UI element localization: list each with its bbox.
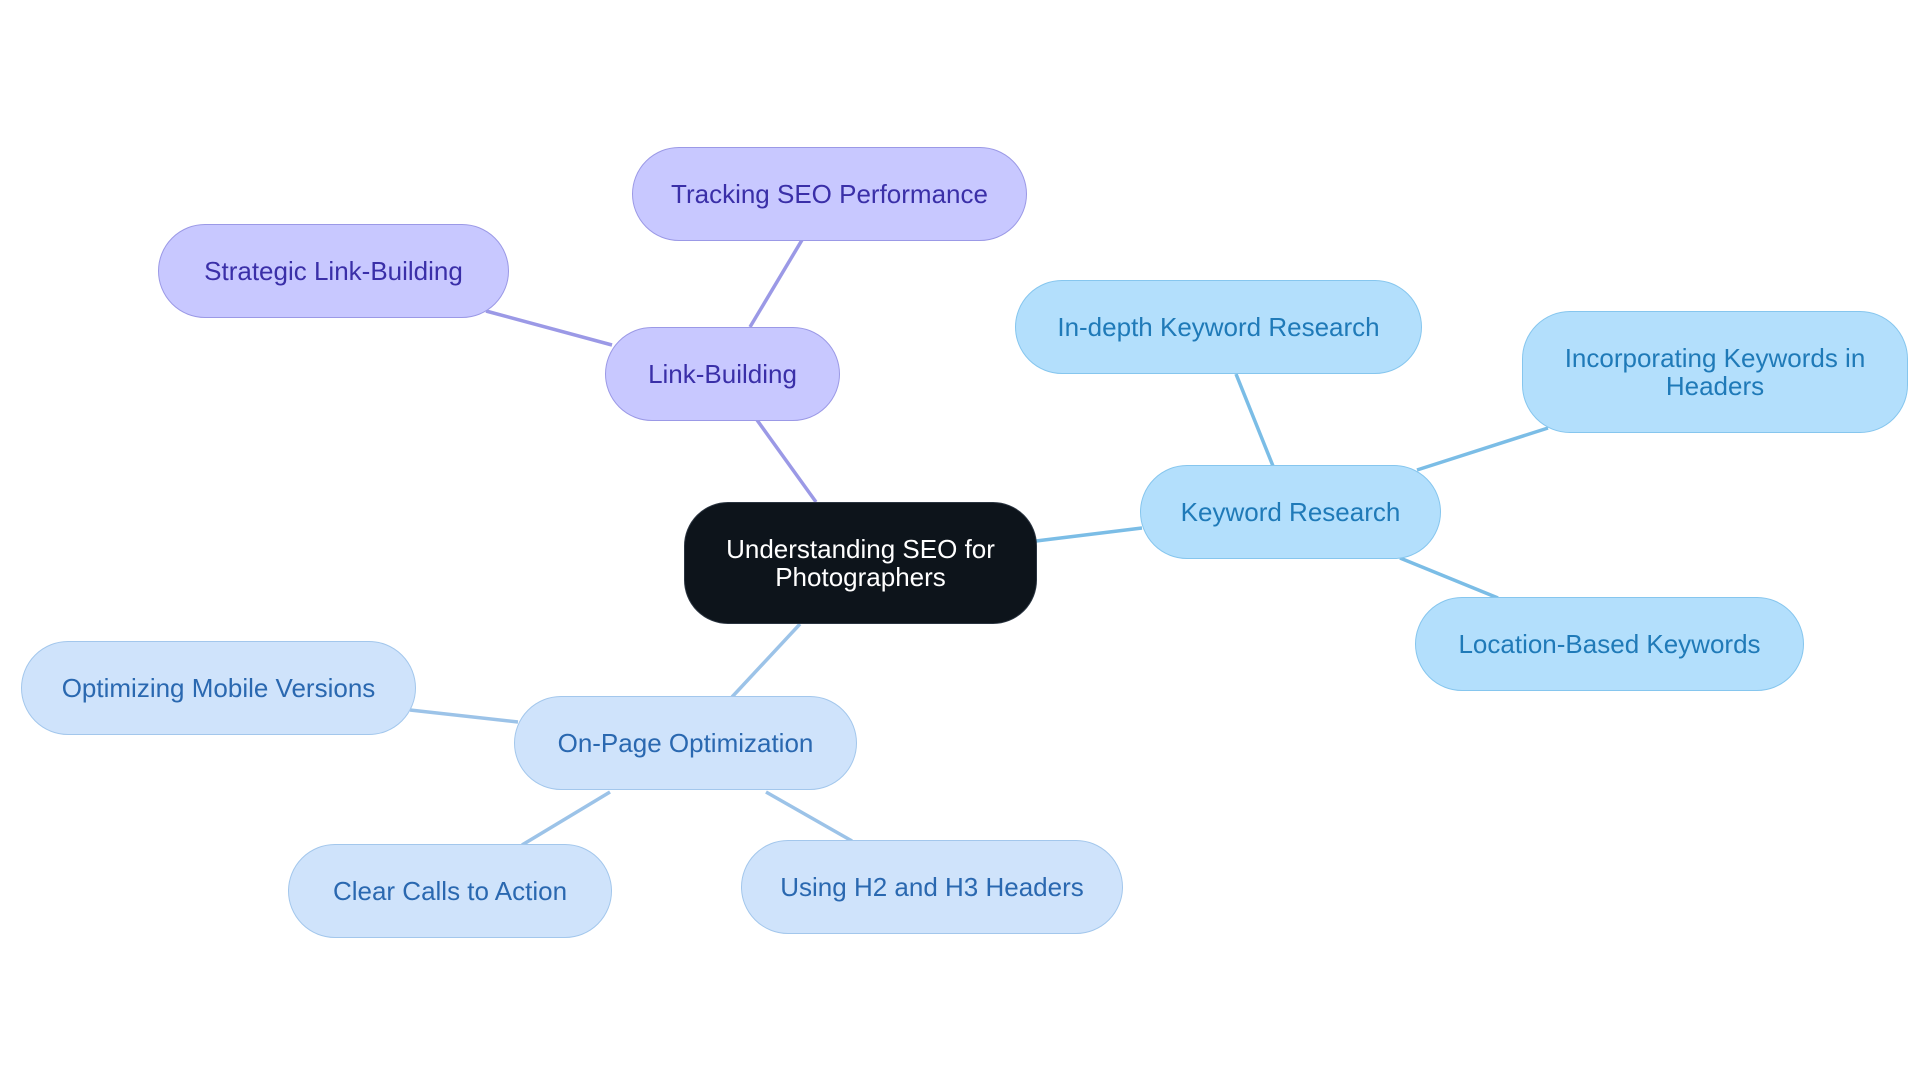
edge-link-building-tracking	[748, 239, 804, 328]
edge-on-page-cta	[521, 790, 611, 847]
edge-on-page-h2h3	[765, 790, 853, 843]
location-based-keywords-node: Location-Based Keywords	[1415, 597, 1804, 691]
using-h2-h3-headers-label: Using H2 and H3 Headers	[780, 872, 1084, 902]
incorporating-keywords-node: Incorporating Keywords in Headers	[1522, 311, 1908, 433]
on-page-optimization-node: On-Page Optimization	[514, 696, 857, 790]
clear-calls-to-action-node: Clear Calls to Action	[288, 844, 612, 938]
tracking-seo-performance-label: Tracking SEO Performance	[671, 179, 988, 209]
in-depth-keyword-research-node: In-depth Keyword Research	[1015, 280, 1422, 374]
edge-keyword-headers	[1416, 426, 1549, 472]
keyword-research-node: Keyword Research	[1140, 465, 1441, 559]
incorporating-keywords-label: Incorporating Keywords in Headers	[1564, 343, 1866, 401]
root-node: Understanding SEO for Photographers	[684, 502, 1037, 624]
edge-on-page-mobile	[409, 708, 519, 724]
edge-root-on-page	[730, 622, 802, 699]
link-building-label: Link-Building	[648, 359, 797, 389]
edge-keyword-location	[1399, 556, 1499, 600]
edge-link-building-strategic	[485, 309, 613, 347]
using-h2-h3-headers-node: Using H2 and H3 Headers	[741, 840, 1123, 934]
strategic-link-building-label: Strategic Link-Building	[204, 256, 463, 286]
keyword-research-label: Keyword Research	[1180, 497, 1401, 527]
optimizing-mobile-versions-node: Optimizing Mobile Versions	[21, 641, 416, 735]
in-depth-keyword-research-label: In-depth Keyword Research	[1057, 312, 1380, 342]
location-based-keywords-label: Location-Based Keywords	[1458, 629, 1761, 659]
edge-keyword-in-depth	[1234, 373, 1275, 467]
tracking-seo-performance-node: Tracking SEO Performance	[632, 147, 1027, 241]
root-node-label: Understanding SEO for Photographers	[726, 534, 995, 592]
edge-root-link-building	[755, 418, 818, 504]
link-building-node: Link-Building	[605, 327, 840, 421]
clear-calls-to-action-label: Clear Calls to Action	[332, 876, 568, 906]
optimizing-mobile-versions-label: Optimizing Mobile Versions	[61, 673, 376, 703]
edge-root-keyword-research	[1035, 526, 1143, 543]
on-page-optimization-label: On-Page Optimization	[557, 728, 814, 758]
strategic-link-building-node: Strategic Link-Building	[158, 224, 509, 318]
